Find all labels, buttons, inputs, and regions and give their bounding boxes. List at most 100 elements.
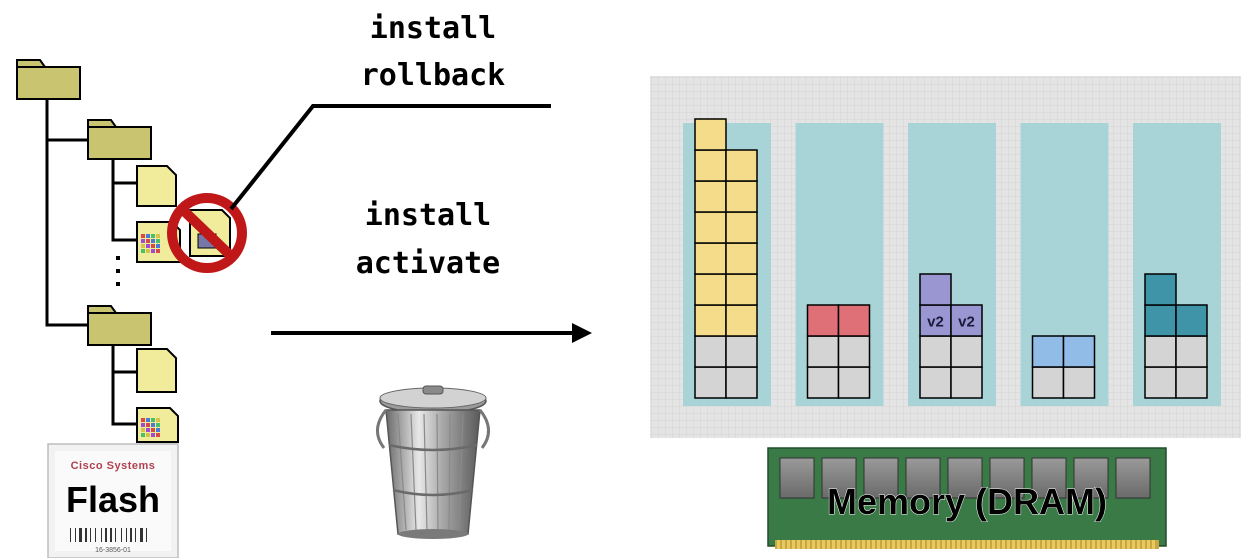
dram-memory-stick: Memory (DRAM) [767,447,1167,549]
used-memory-block [725,273,758,306]
used-memory-block [725,242,758,275]
folder-icon [87,305,152,346]
dram-pin [922,540,925,549]
dram-pin [792,540,795,549]
dram-pin [982,540,985,549]
used-memory-block [1062,335,1096,368]
dram-pin [797,540,800,549]
used-memory-block [1175,304,1208,337]
free-memory-block [919,366,952,399]
dram-pin [992,540,995,549]
dram-pin [917,540,920,549]
activate-arrow-head [572,323,592,343]
package-grid-cell [151,234,155,238]
dram-pin [977,540,980,549]
dram-pin [827,540,830,549]
dram-chip [905,457,941,499]
dram-pin [872,540,875,549]
dram-pin [947,540,950,549]
used-memory-block [919,273,952,306]
dram-chip [1115,457,1151,499]
version-label: v2 [958,314,975,331]
dram-pin [1022,540,1025,549]
flash-label: Flash [66,479,160,520]
dram-pin [817,540,820,549]
barcode-bar [135,528,136,542]
rollback-label-line1: install [370,11,496,46]
dram-pin [1052,540,1055,549]
prohibited-package-icon [167,193,247,273]
flash-part-number: 16-3856-01 [95,547,131,554]
flash-file-tree [16,59,247,443]
package-grid-cell [156,244,160,248]
dram-pin [1147,540,1150,549]
free-memory-block [950,366,983,399]
package-grid-cell [146,428,150,432]
barcode-bar [79,528,82,542]
dram-pin [1002,540,1005,549]
free-memory-block [694,366,727,399]
dram-pin [967,540,970,549]
dram-pin [1122,540,1125,549]
barcode-bar [105,528,107,542]
used-memory-block [837,304,871,337]
package-grid-cell [156,234,160,238]
package-grid-cell [146,423,150,427]
used-memory-block [1031,335,1065,368]
dram-pin [782,540,785,549]
used-memory-block [694,149,727,182]
package-grid-cell [146,234,150,238]
dram-pin [952,540,955,549]
barcode-bar [101,528,102,542]
used-memory-block [694,118,727,151]
dram-pin [1092,540,1095,549]
dram-pin [1062,540,1065,549]
dram-pin [907,540,910,549]
dram-chip [947,457,983,499]
free-memory-block [919,335,952,368]
barcode-bar [130,528,132,542]
package-grid-cell [156,433,160,437]
dram-pin [832,540,835,549]
barcode-bar [95,528,96,542]
dram-pin [1017,540,1020,549]
free-memory-block [837,335,871,368]
dram-chip [989,457,1025,499]
used-memory-block [694,273,727,306]
free-memory-block [1031,366,1065,399]
folder-icon [16,59,81,100]
dram-pin [972,540,975,549]
package-grid-cell [151,433,155,437]
dram-chip [779,457,815,499]
install-rollback-command: install rollback [229,11,551,211]
dram-pin [1057,540,1060,549]
dram-pin [1077,540,1080,549]
barcode [70,528,147,542]
package-grid-cell [151,423,155,427]
activate-label-line1: install [365,198,491,233]
free-memory-block [1062,366,1096,399]
barcode-bar [115,528,116,542]
dram-pin [1137,540,1140,549]
free-memory-block [1175,335,1208,368]
dram-pin [1097,540,1100,549]
free-memory-block [1144,366,1177,399]
activate-label-line2: activate [356,246,501,281]
free-memory-block [1175,366,1208,399]
dram-pin [1042,540,1045,549]
dram-pin [1087,540,1090,549]
dram-pin [847,540,850,549]
dram-pin [852,540,855,549]
barcode-bar [121,528,122,542]
used-memory-block [725,180,758,213]
package-grid-cell [146,239,150,243]
free-memory-block [1144,335,1177,368]
package-grid-cell [156,428,160,432]
dram-pin [857,540,860,549]
package-grid-cell [146,433,150,437]
tree-lines [45,98,137,426]
dram-pin [897,540,900,549]
dram-pin [882,540,885,549]
dram-pin [787,540,790,549]
